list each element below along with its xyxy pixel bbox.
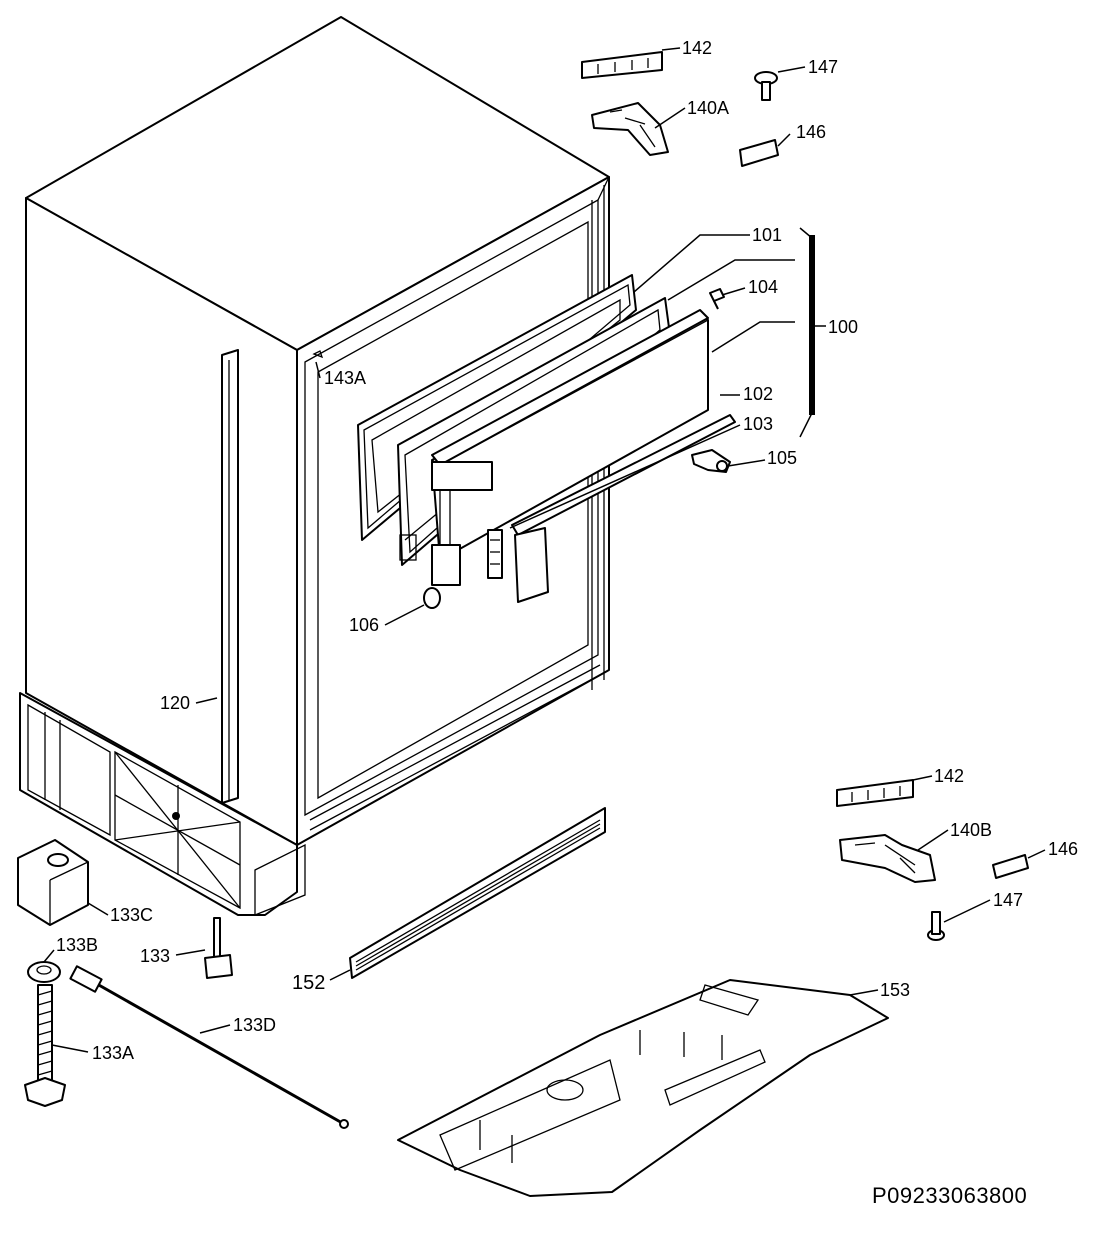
nut-133B <box>27 961 61 983</box>
foot-bracket-133C <box>17 839 89 926</box>
label-142-bottom: 142 <box>934 766 964 786</box>
label-100: 100 <box>828 317 858 337</box>
plinth-strip-152 <box>349 807 606 979</box>
label-143A: 143A <box>324 368 366 388</box>
shim-plate-142-top <box>581 51 663 79</box>
label-147-top: 147 <box>808 57 838 77</box>
hinge-140B <box>839 834 936 883</box>
adjuster-rod-133D <box>69 965 349 1129</box>
label-104: 104 <box>748 277 778 297</box>
label-142-top: 142 <box>682 38 712 58</box>
side-trim-strip-120 <box>221 349 239 804</box>
label-133A: 133A <box>92 1043 134 1063</box>
door-handle-102 <box>431 309 709 586</box>
adjustable-foot-133 <box>204 917 233 979</box>
label-153: 153 <box>880 980 910 1000</box>
base-plate-153 <box>397 979 889 1197</box>
label-133: 133 <box>140 946 170 966</box>
label-140B: 140B <box>950 820 992 840</box>
label-133D: 133D <box>233 1015 276 1035</box>
label-101: 101 <box>752 225 782 245</box>
label-147-bottom: 147 <box>993 890 1023 910</box>
label-146-bottom <box>992 854 1029 879</box>
label-146-top: 146 <box>796 122 826 142</box>
door-hinge-fitting <box>487 529 503 579</box>
label-105: 105 <box>767 448 797 468</box>
door-strip-103 <box>511 414 736 603</box>
screw-147-bottom <box>927 911 945 941</box>
cap-106 <box>423 587 441 609</box>
cap-147-top <box>754 71 778 101</box>
label-140A: 140A <box>687 98 729 118</box>
label-102: 102 <box>743 384 773 404</box>
screw-104 <box>709 288 725 310</box>
label-152: 152 <box>292 972 325 994</box>
latch-105 <box>691 449 731 473</box>
label-103: 103 <box>743 414 773 434</box>
leader-lines <box>43 47 1046 1053</box>
part-labels: 101 104 100 102 103 105 106 120 143A 142… <box>56 38 1078 1208</box>
label-133C: 133C <box>110 905 153 925</box>
foot-screw-133A <box>24 984 66 1107</box>
drawing-code: P09233063800 <box>872 1183 1027 1208</box>
label-146-bottom: 146 <box>1048 839 1078 859</box>
label-133B: 133B <box>56 935 98 955</box>
shim-plate-142-bottom <box>836 779 914 807</box>
hinge-140A <box>591 102 669 156</box>
label-146-top <box>739 139 779 167</box>
label-106: 106 <box>349 615 379 635</box>
label-120: 120 <box>160 693 190 713</box>
